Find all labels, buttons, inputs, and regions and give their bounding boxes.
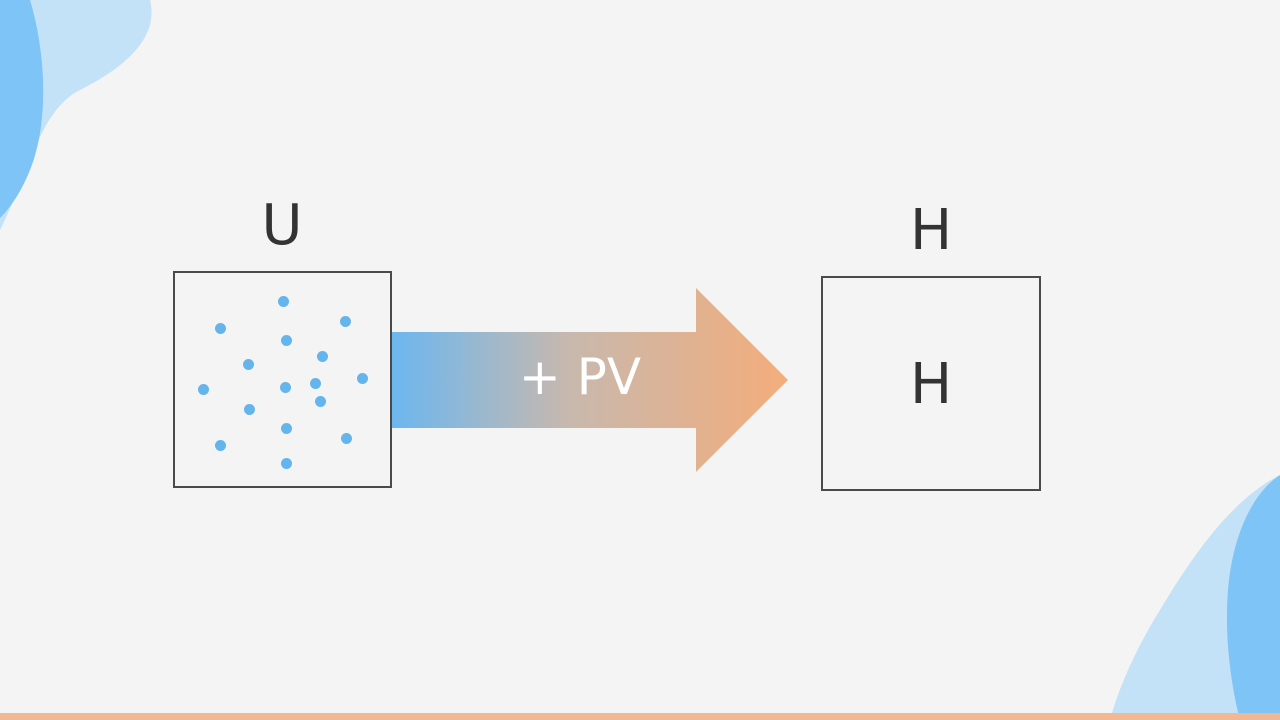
particle-dot	[339, 315, 351, 327]
particle-dot	[279, 381, 291, 393]
transformation-arrow	[392, 288, 788, 472]
particle-dot	[340, 432, 352, 444]
internal-energy-label: U	[261, 193, 303, 258]
particle-dot	[242, 358, 254, 370]
particle-dot	[214, 322, 226, 334]
bottom-accent-bar	[0, 713, 1280, 720]
particle-dot	[314, 395, 326, 407]
particle-dot	[277, 295, 289, 307]
bottom-right-blob-dark	[1226, 475, 1280, 720]
particle-dot	[280, 422, 292, 434]
enthalpy-box	[821, 276, 1041, 491]
particle-dot	[197, 383, 209, 395]
plus-pv-label: + PV	[518, 348, 642, 406]
enthalpy-box-inner-label: H	[909, 352, 953, 417]
particle-dot	[280, 457, 292, 469]
particle-dot	[356, 372, 368, 384]
particle-dot	[280, 334, 292, 346]
top-left-blob-dark	[0, 0, 44, 218]
particle-box	[173, 271, 392, 488]
particle-dot	[243, 403, 255, 415]
enthalpy-label: H	[909, 198, 953, 263]
particle-dot	[316, 350, 328, 362]
particle-dot	[309, 377, 321, 389]
particle-dot	[214, 439, 226, 451]
